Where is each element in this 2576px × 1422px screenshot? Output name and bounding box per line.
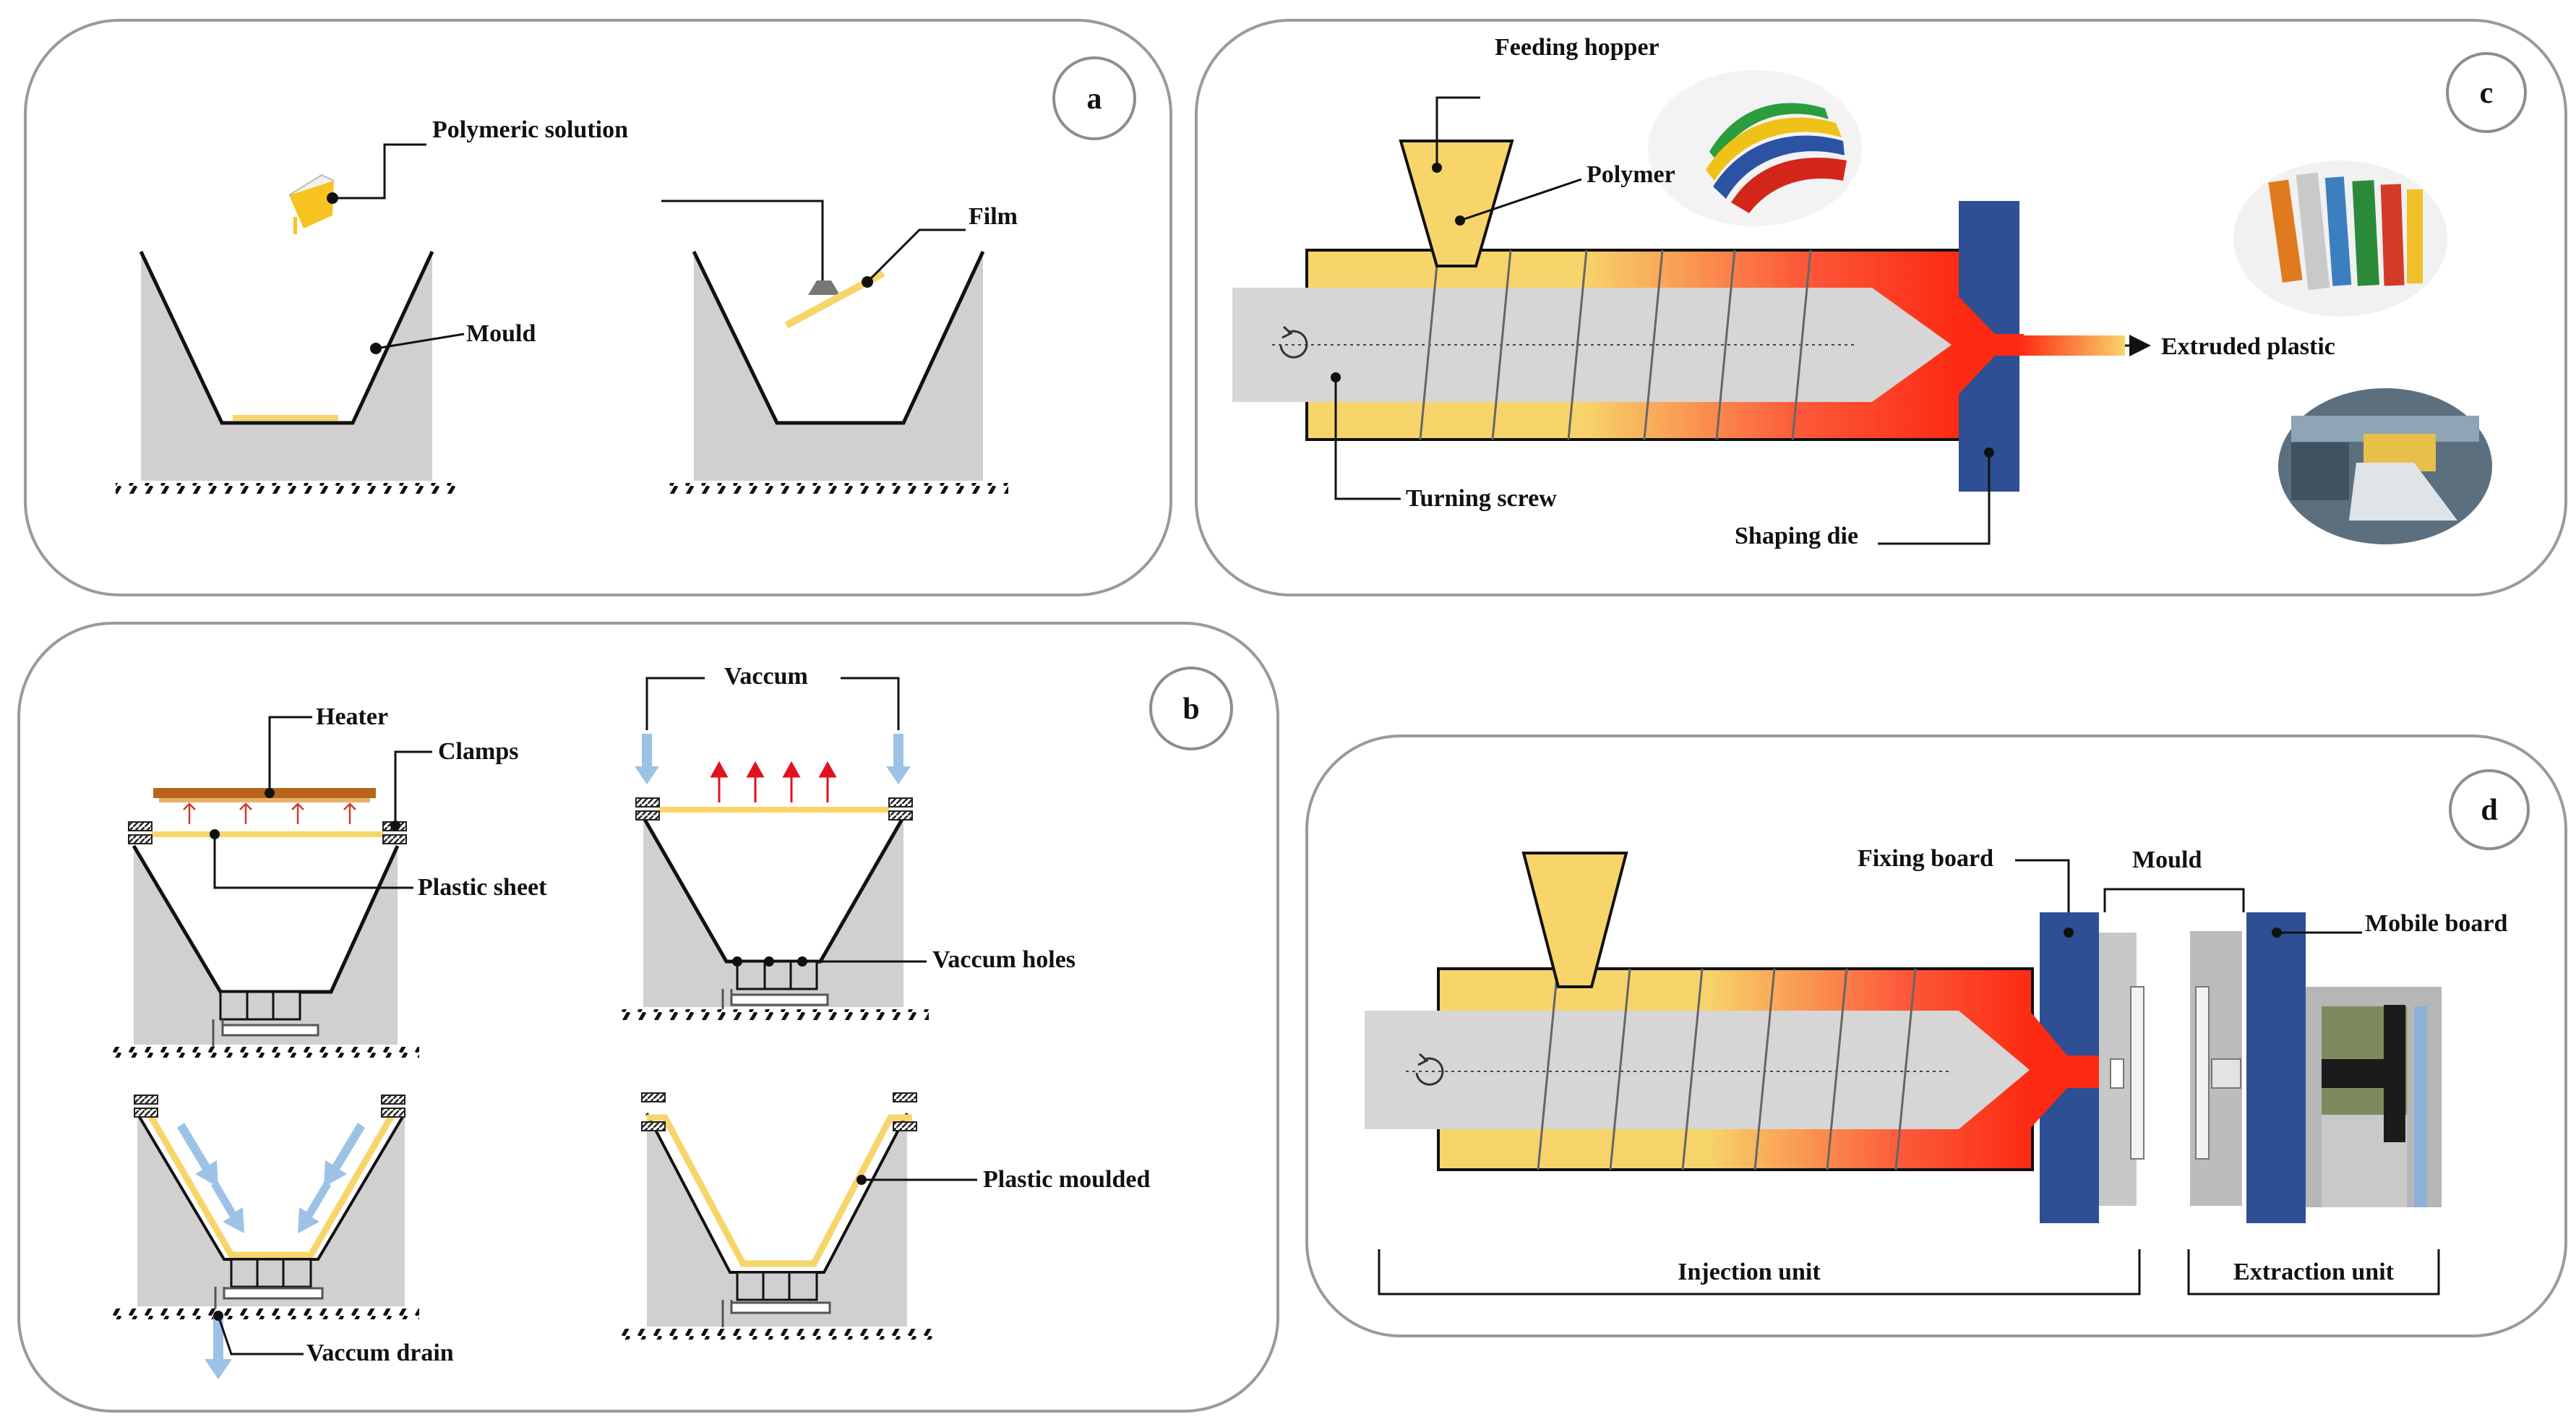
thermoforming-drain [108,1095,419,1379]
panel-c-badge [2446,52,2527,133]
panel-a-letter: a [1087,82,1102,116]
panel-c-letter: c [2480,77,2494,110]
film-applicator [661,200,966,329]
feeding-hopper [1399,140,1514,267]
thermoforming-heating [108,716,432,1058]
polymeric-solution-label: Polymeric solution [432,116,628,143]
mobile-board [2246,912,2306,1223]
film-label: Film [969,203,1018,230]
thermoforming-result [622,1092,977,1340]
polymer-label: Polymer [1587,161,1675,188]
extraction-unit-label: Extraction unit [2233,1259,2395,1285]
panel-d-frame [1305,734,2567,1337]
panel-c: c Feeding hopper Polymer [1195,19,2567,596]
clamps-label: Clamps [438,738,518,765]
ground-hatch [116,483,455,494]
pouring-cup [288,143,426,234]
injection-unit-label: Injection unit [1678,1259,1821,1285]
panel-a-frame [24,19,1172,596]
panel-b-letter: b [1182,693,1199,726]
mould-label-a: Mould [466,320,536,347]
injection-hopper [1521,852,1628,988]
panel-b-frame [17,622,1279,1413]
panel-b-badge [1149,667,1233,750]
heater-label: Heater [316,703,388,730]
mould-right-a [669,250,1008,494]
vaccum-label: Vaccum [724,663,808,690]
shaping-die-label: Shaping die [1735,523,1858,549]
fixing-board-label: Fixing board [1858,845,1993,872]
thermoforming-vacuum [618,677,929,1020]
solution-film-a [233,415,338,421]
extruded-plastic-label: Extruded plastic [2161,333,2335,360]
feeding-hopper-label: Feeding hopper [1495,34,1660,61]
vaccum-drain-label: Vaccum drain [306,1340,454,1366]
plastic-sheet-label: Plastic sheet [418,874,547,901]
panel-a: a Polymeric solution Mould [24,19,1172,596]
turning-screw-label: Turning screw [1406,485,1557,512]
panel-d-badge [2449,769,2530,850]
panel-b: b [17,622,1279,1413]
plastic-moulded-label: Plastic moulded [983,1166,1150,1193]
panel-a-badge [1052,56,1136,140]
mould-label-d: Mould [2132,847,2202,873]
mould-left-a [116,250,455,494]
panel-d: d Fixing board Mould [1305,734,2567,1337]
mobile-board-label: Mobile board [2365,910,2507,937]
extruded-sheet-image [2278,388,2492,544]
panel-d-letter: d [2481,794,2497,827]
panel-c-frame [1195,19,2567,596]
polymer-pellets-image [1648,70,1862,226]
extruded-plastic-strip [2019,335,2125,356]
vaccum-holes-label: Vaccum holes [932,946,1076,973]
extruded-profiles-image [2233,160,2447,317]
injection-screw [1365,1011,2030,1129]
